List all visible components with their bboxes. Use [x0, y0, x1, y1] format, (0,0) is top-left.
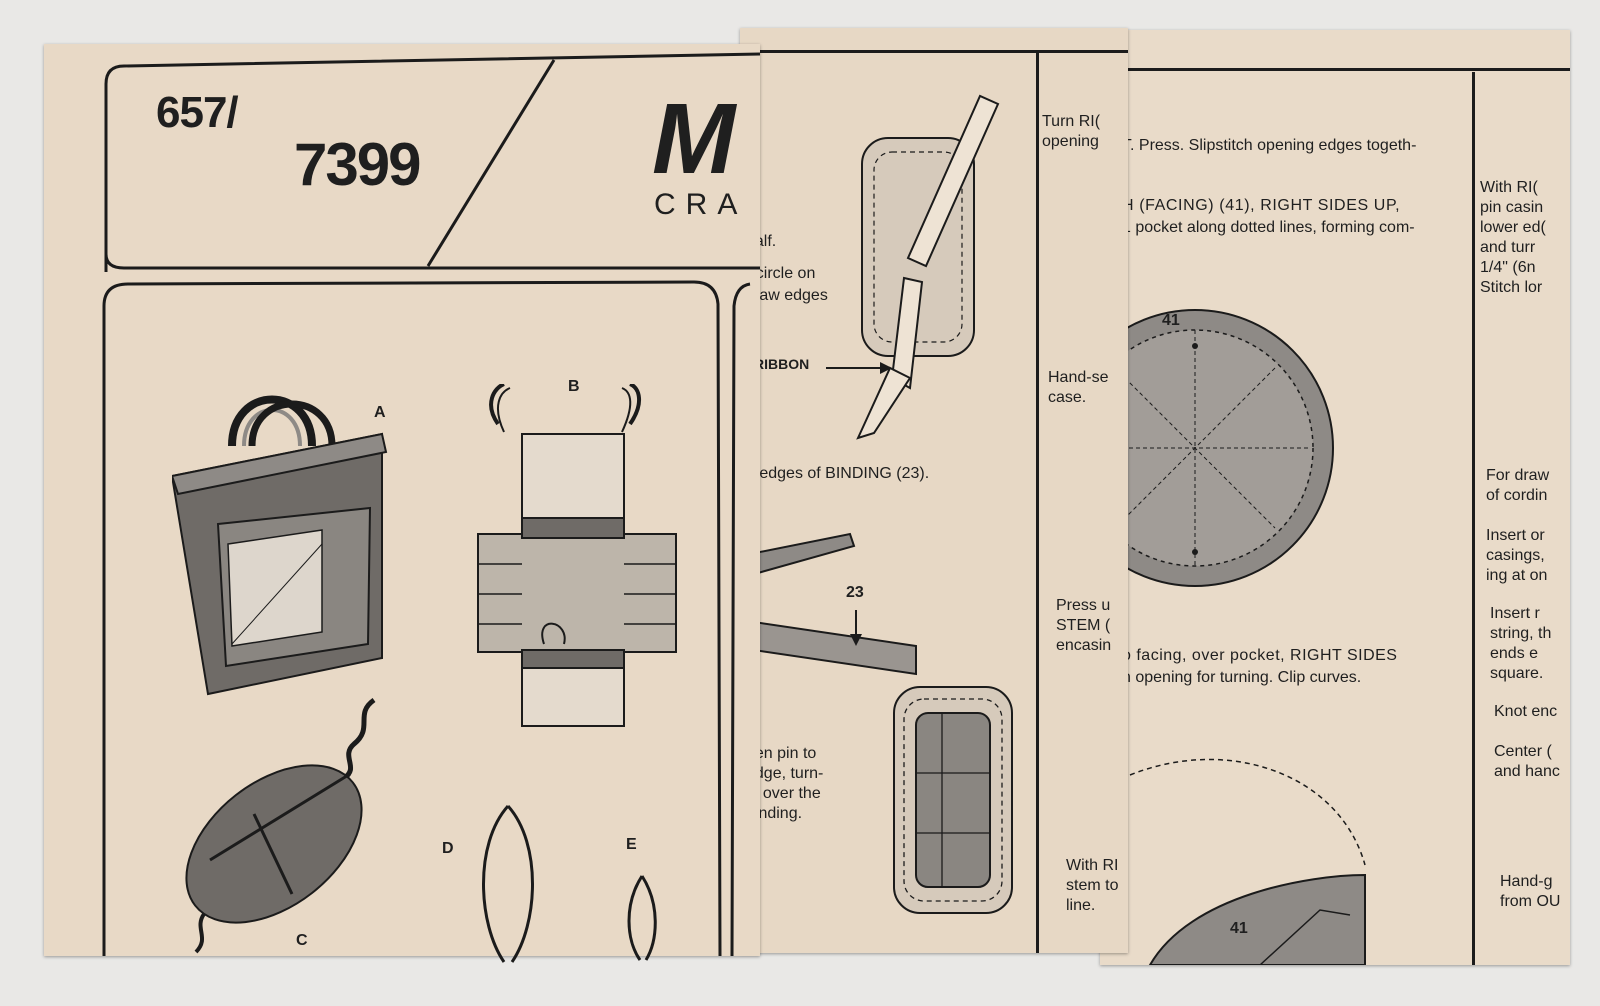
pouch-illustration [185, 697, 376, 954]
view-label-c: C [296, 932, 308, 949]
drawstring-e-illustration [627, 875, 657, 961]
organizer-illustration [477, 384, 677, 727]
instruction-line: 1 pocket along dotted lines, forming com… [1122, 219, 1415, 236]
ribbon-arrow [826, 362, 892, 374]
view-label-d: D [442, 840, 454, 857]
view-label-b: B [568, 378, 580, 395]
ribbon-label: RIBBON [754, 356, 810, 372]
ribbon-case-illustration [856, 94, 1000, 440]
piece-number-label: 41 [1162, 312, 1180, 329]
drawstring-d-illustration [482, 805, 534, 963]
top-rule [740, 50, 1128, 53]
column-rule [1036, 52, 1039, 953]
view-label-a: A [374, 404, 386, 421]
middle-right-strip: Turn RI( opening Hand-se case. Press u S… [1042, 113, 1119, 914]
pocket-circle-illustration [1129, 758, 1366, 965]
instruction-line: T. Press. Slipstitch opening edges toget… [1122, 137, 1417, 154]
brand-logo-fragment: M [652, 83, 736, 195]
instruction-line: j raw edges [746, 287, 828, 304]
header-frame [104, 52, 760, 272]
finished-case-illustration [893, 686, 1013, 914]
pattern-number-large: 7399 [294, 131, 421, 198]
illustration-frame [102, 280, 751, 956]
piece-number-label: 41 [1230, 920, 1248, 937]
binding-number-label: 23 [846, 584, 864, 601]
top-rule [1110, 68, 1570, 71]
tote-bag-illustration [172, 395, 388, 696]
brand-subtitle-fragment: CRA [654, 188, 748, 221]
instruction-line: ig over the [746, 785, 821, 802]
view-label-e: E [626, 836, 637, 853]
column-rule [1472, 72, 1475, 965]
binding-illustration [740, 532, 917, 676]
pattern-sheet-middle: half. r circle on j raw edges RIBBON g e… [740, 28, 1128, 953]
instruction-line: o facing, over pocket, RIGHT SIDES [1122, 647, 1398, 664]
instruction-line: edge, turn- [746, 765, 824, 782]
instruction-line: H (FACING) (41), RIGHT SIDES UP, [1122, 197, 1401, 214]
facing-circle-illustration [1110, 309, 1334, 587]
pattern-sheet-left: 657/ 7399 M CRA A B [44, 44, 760, 963]
instruction-line: hen pin to [746, 745, 817, 762]
pattern-sheet-right: T. Press. Slipstitch opening edges toget… [1100, 30, 1570, 965]
instruction-line: r circle on [746, 265, 816, 282]
instruction-line: g edges of BINDING (23). [746, 465, 930, 482]
instruction-line: binding. [746, 805, 803, 822]
far-right-column: With RI( pin casin lower ed( and turr 1/… [1480, 179, 1561, 910]
instruction-line: n opening for turning. Clip curves. [1122, 669, 1362, 686]
pattern-number-small: 657/ [156, 88, 239, 137]
